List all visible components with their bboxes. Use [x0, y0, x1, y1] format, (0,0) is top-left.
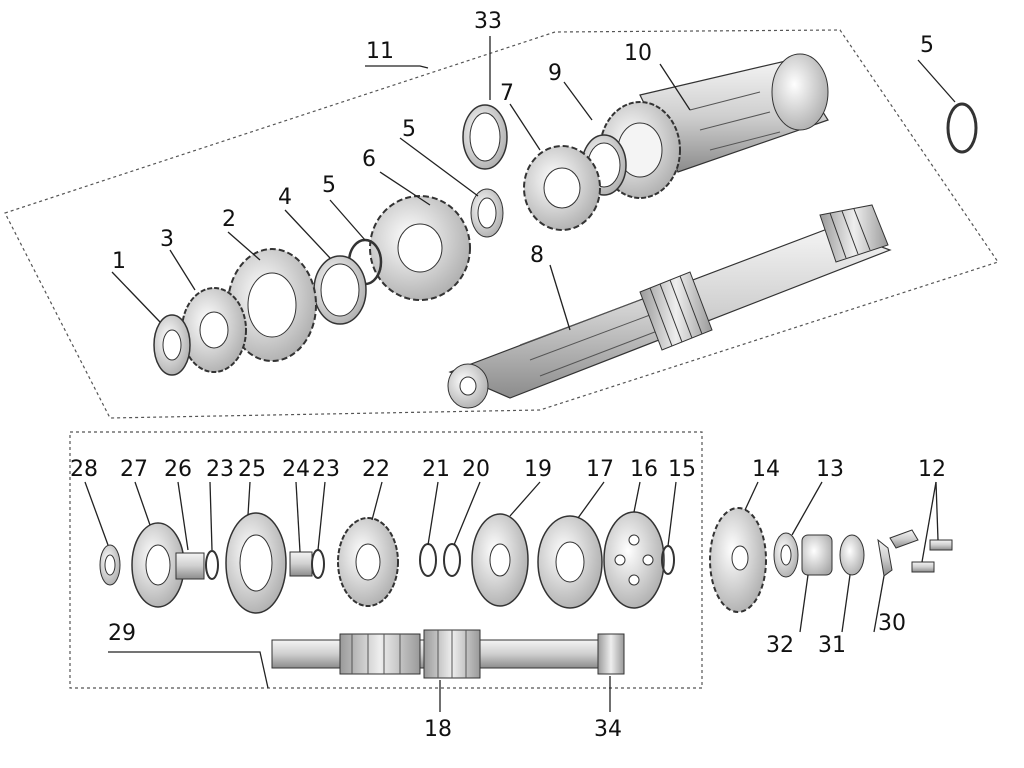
label-30: 30 — [878, 611, 906, 636]
washer-28 — [99, 544, 121, 586]
washer-1 — [153, 314, 191, 376]
label-15: 15 — [668, 457, 696, 482]
plate-32 — [801, 534, 833, 576]
bearing-27 — [131, 522, 185, 608]
label-22: 22 — [362, 457, 390, 482]
label-11: 11 — [366, 39, 394, 64]
label-7: 7 — [500, 81, 514, 106]
lever-30 — [877, 529, 919, 577]
label-6: 6 — [362, 147, 376, 172]
label-25: 25 — [238, 457, 266, 482]
ring-13 — [773, 532, 799, 578]
label-14: 14 — [752, 457, 780, 482]
countershaft — [447, 204, 892, 409]
label-1: 1 — [112, 249, 126, 274]
label-32: 32 — [766, 633, 794, 658]
label-31: 31 — [818, 633, 846, 658]
cover-31 — [839, 534, 865, 576]
label-26: 26 — [164, 457, 192, 482]
label-5-mid: 5 — [402, 117, 416, 142]
leader-lines — [84, 36, 956, 712]
label-2: 2 — [222, 207, 236, 232]
gear-3 — [181, 287, 247, 373]
label-12: 12 — [918, 457, 946, 482]
main-shaft-sleeve — [639, 53, 829, 173]
label-28: 28 — [70, 457, 98, 482]
bushing-26 — [175, 552, 205, 580]
gear-22 — [337, 517, 399, 607]
label-4: 4 — [278, 185, 292, 210]
bushing-24 — [289, 551, 313, 577]
label-8: 8 — [530, 243, 544, 268]
output-shaft — [271, 629, 603, 679]
label-13: 13 — [816, 457, 844, 482]
gear-14 — [709, 507, 767, 613]
label-33: 33 — [474, 9, 502, 34]
ring-20 — [443, 543, 461, 577]
sleeve-34 — [597, 633, 625, 675]
ring-21 — [419, 543, 437, 577]
ring-23-right — [311, 549, 325, 579]
label-17: 17 — [586, 457, 614, 482]
label-3: 3 — [160, 227, 174, 252]
label-21: 21 — [422, 457, 450, 482]
washer-5-mid — [470, 188, 504, 238]
label-5-right: 5 — [920, 33, 934, 58]
label-27: 27 — [120, 457, 148, 482]
label-29: 29 — [108, 621, 136, 646]
label-18: 18 — [424, 717, 452, 742]
ring-23-left — [205, 550, 219, 580]
label-16: 16 — [630, 457, 658, 482]
ring-4 — [313, 255, 367, 325]
label-19: 19 — [524, 457, 552, 482]
label-10: 10 — [624, 41, 652, 66]
gear-19 — [471, 513, 529, 607]
label-5-left: 5 — [322, 173, 336, 198]
circlip-5-right — [946, 102, 978, 154]
bearing-25 — [225, 512, 287, 614]
gear-16 — [603, 511, 665, 609]
label-23-left: 23 — [206, 457, 234, 482]
label-9: 9 — [548, 61, 562, 86]
label-20: 20 — [462, 457, 490, 482]
gear-6 — [369, 195, 471, 301]
gear-7 — [523, 145, 601, 231]
label-34: 34 — [594, 717, 622, 742]
label-24: 24 — [282, 457, 310, 482]
bolts-12 — [911, 539, 953, 573]
gear-17 — [537, 515, 603, 609]
gear-2 — [227, 248, 317, 362]
label-23-right: 23 — [312, 457, 340, 482]
washer-33 — [462, 104, 508, 170]
